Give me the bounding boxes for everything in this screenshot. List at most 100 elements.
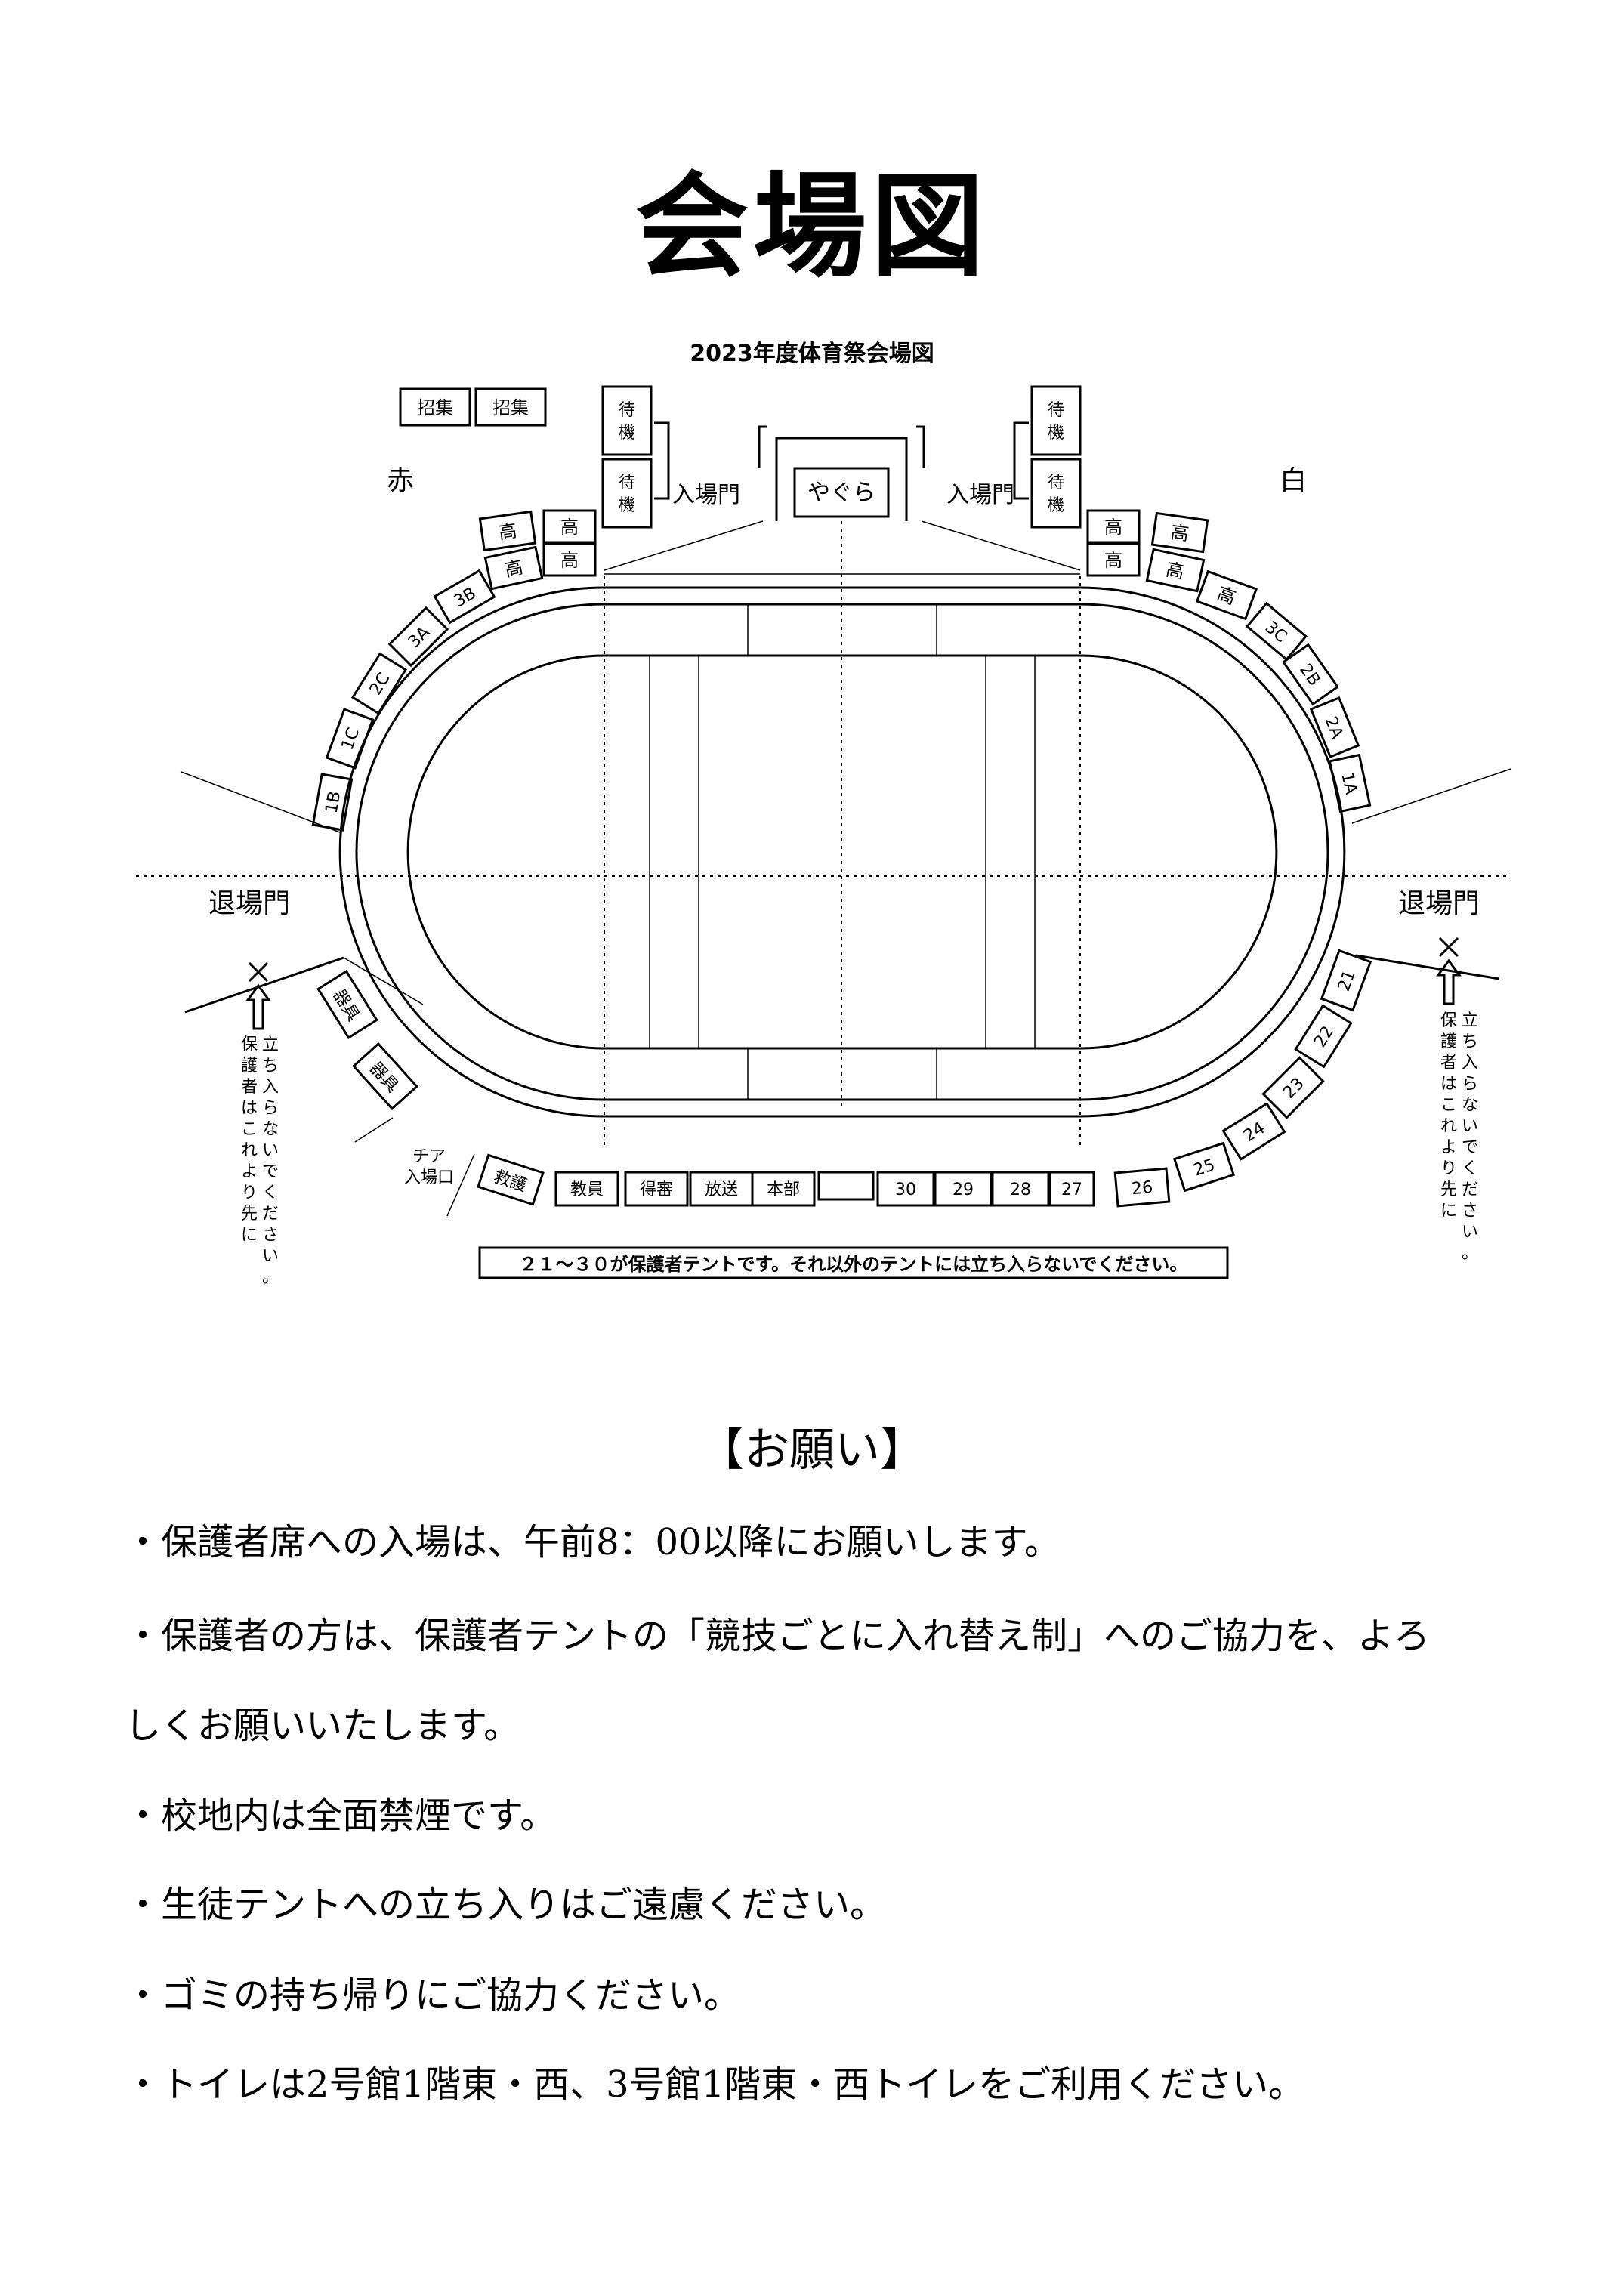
svg-text:護: 護 xyxy=(1440,1032,1457,1051)
svg-text:27: 27 xyxy=(1061,1180,1082,1199)
svg-text:先: 先 xyxy=(1440,1180,1457,1199)
gathering-label: 招集 xyxy=(492,397,529,418)
no-entry-note-left: 保 護 者 は こ れ よ り 先 に 立 ち 入 ら な い で く だ さ … xyxy=(241,1035,279,1287)
svg-text:こ: こ xyxy=(241,1120,258,1139)
svg-text:ら: ら xyxy=(1462,1075,1478,1094)
svg-text:者: 者 xyxy=(1440,1054,1457,1072)
svg-text:護: 護 xyxy=(241,1057,258,1076)
request-item: しくお願いいたします。 xyxy=(125,1705,520,1747)
no-entry-marker-left xyxy=(245,961,271,1030)
svg-text:い: い xyxy=(1462,1223,1478,1242)
entrance-gate-left: 入場門 xyxy=(672,482,740,508)
svg-text:な: な xyxy=(1462,1096,1478,1115)
request-item: ・保護者の方は、保護者テントの「競技ごとに入れ替え制」へのご協力を、よろ xyxy=(125,1615,1431,1657)
svg-text:待: 待 xyxy=(1048,474,1064,492)
staff-tents: 教員 得審 放送 本部 xyxy=(554,1171,875,1207)
svg-text:入: 入 xyxy=(1462,1054,1478,1072)
track xyxy=(338,521,1346,1148)
svg-text:立: 立 xyxy=(262,1035,279,1054)
svg-text:で: で xyxy=(1462,1138,1478,1157)
svg-text:高: 高 xyxy=(1104,550,1122,571)
map-title: 2023年度体育祭会場図 xyxy=(690,341,934,367)
svg-text:者: 者 xyxy=(241,1078,258,1097)
svg-text:さ: さ xyxy=(262,1226,279,1245)
svg-text:は: は xyxy=(1440,1075,1457,1094)
svg-text:く: く xyxy=(1462,1159,1478,1178)
svg-text:30: 30 xyxy=(895,1180,916,1199)
svg-text:れ: れ xyxy=(1440,1117,1457,1136)
tower xyxy=(793,467,890,518)
svg-text:れ: れ xyxy=(241,1141,258,1160)
svg-text:は: は xyxy=(241,1099,258,1118)
svg-text:高: 高 xyxy=(1164,559,1186,583)
svg-text:高: 高 xyxy=(560,517,579,538)
svg-text:。: 。 xyxy=(262,1268,279,1287)
request-item: ・校地内は全面禁煙です。 xyxy=(125,1795,557,1837)
parent-tent-note-box xyxy=(478,1246,1229,1279)
svg-text:待: 待 xyxy=(1048,401,1064,420)
svg-text:り: り xyxy=(241,1184,258,1202)
no-entry-note-right: 保 護 者 は こ れ よ り 先 に 立 ち 入 ら な い で く だ さ … xyxy=(1440,1011,1478,1263)
svg-text:よ: よ xyxy=(1440,1138,1457,1157)
rescue-tent: 救護 xyxy=(477,1153,545,1206)
equipment-tents: 器具 器具 xyxy=(316,970,418,1111)
svg-text:く: く xyxy=(262,1184,279,1202)
requests-heading: 【お願い】 xyxy=(699,1424,925,1477)
page-title: 会場図 xyxy=(634,160,989,293)
svg-text:だ: だ xyxy=(1462,1180,1478,1199)
svg-text:高: 高 xyxy=(1104,517,1122,538)
class-tents-left: 3B 3A 2C 1C 1B xyxy=(311,569,496,832)
svg-text:で: で xyxy=(262,1162,279,1181)
svg-text:よ: よ xyxy=(241,1162,258,1181)
exit-gate-left: 退場門 xyxy=(208,888,290,919)
svg-text:高: 高 xyxy=(1169,521,1190,545)
svg-text:入: 入 xyxy=(262,1078,279,1097)
high-tents-left: 高 高 高 高 xyxy=(478,509,597,591)
svg-text:な: な xyxy=(262,1120,279,1139)
svg-text:待: 待 xyxy=(619,474,635,492)
svg-text:機: 機 xyxy=(619,424,635,443)
svg-text:り: り xyxy=(1440,1159,1457,1178)
svg-text:1B: 1B xyxy=(323,790,345,815)
gathering-label: 招集 xyxy=(417,397,453,418)
cheer-entrance-label: 入場口 xyxy=(404,1168,454,1187)
svg-text:29: 29 xyxy=(952,1180,974,1199)
svg-text:高: 高 xyxy=(560,550,579,571)
request-item: ・ゴミの持ち帰りにご協力ください。 xyxy=(125,1974,741,2017)
svg-text:28: 28 xyxy=(1010,1180,1031,1199)
svg-text:ち: ち xyxy=(1462,1032,1478,1051)
svg-text:機: 機 xyxy=(619,496,635,515)
request-item: ・トイレは2号館1階東・西、3号館1階東・西トイレをご利用ください。 xyxy=(125,2063,1305,2106)
svg-text:い: い xyxy=(262,1141,279,1160)
svg-text:い: い xyxy=(1462,1117,1478,1136)
request-item: ・保護者席への入場は、午前8：00以降にお願いします。 xyxy=(125,1521,1061,1563)
svg-text:保: 保 xyxy=(241,1035,258,1054)
svg-text:。: 。 xyxy=(1462,1244,1478,1263)
svg-text:い: い xyxy=(262,1247,279,1266)
svg-text:に: に xyxy=(241,1226,258,1245)
svg-text:高: 高 xyxy=(497,520,518,543)
svg-text:高: 高 xyxy=(503,557,525,581)
svg-text:26: 26 xyxy=(1131,1178,1153,1199)
svg-text:機: 機 xyxy=(1048,496,1064,515)
waiting-area-left: 待 機 待 機 xyxy=(601,385,670,529)
svg-text:放送: 放送 xyxy=(705,1180,738,1199)
svg-text:さ: さ xyxy=(1462,1202,1478,1221)
svg-text:1A: 1A xyxy=(1337,771,1360,797)
svg-text:ち: ち xyxy=(262,1057,279,1076)
red-team-label: 赤 xyxy=(387,465,414,496)
tower-label: やぐら xyxy=(807,480,875,506)
svg-text:得審: 得審 xyxy=(640,1180,673,1199)
class-tents-right: 3C 2B 2A 1A xyxy=(1245,601,1372,813)
gathering-area: 招集 招集 xyxy=(399,387,547,427)
entrance-gate-right: 入場門 xyxy=(946,482,1014,508)
white-team-label: 白 xyxy=(1280,465,1307,496)
cheer-entrance-label: チア xyxy=(412,1147,446,1166)
exit-gate-right: 退場門 xyxy=(1398,888,1480,919)
svg-text:先: 先 xyxy=(241,1205,258,1224)
svg-text:機: 機 xyxy=(1048,424,1064,443)
svg-text:保: 保 xyxy=(1440,1011,1457,1030)
high-tents-right: 高 高 高 高 高 xyxy=(1086,509,1258,621)
venue-map: 2023年度体育祭会場図 招集 招集 赤 白 待 機 待 機 待 機 待 機 入… xyxy=(136,341,1511,1287)
svg-text:ら: ら xyxy=(262,1099,279,1118)
